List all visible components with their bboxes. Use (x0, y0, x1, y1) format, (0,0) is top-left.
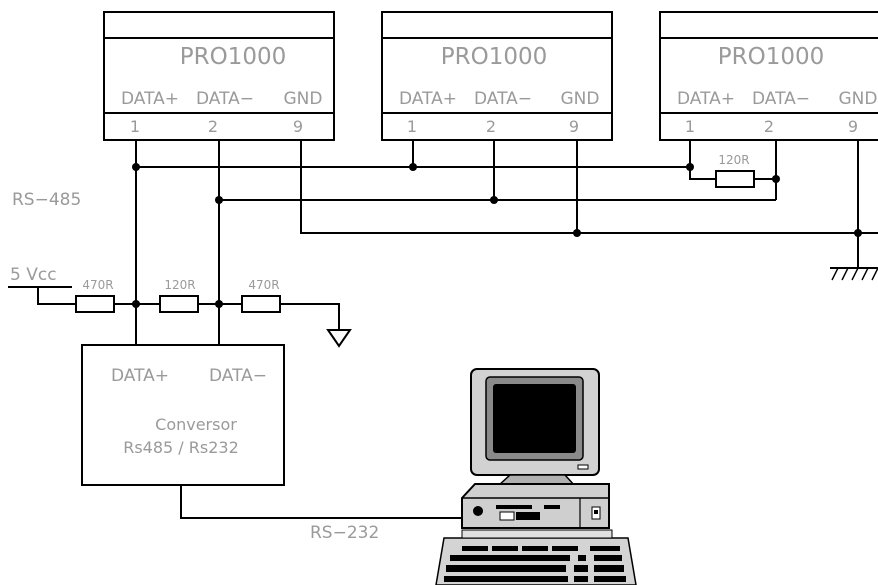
device-1-pin-gnd: GND (284, 89, 323, 109)
device-1-pin-number-1: 1 (130, 117, 140, 136)
device-3-pin-number-1: 1 (685, 117, 695, 136)
ground-lead (280, 303, 340, 330)
device-2-pin-number-2: 2 (486, 117, 496, 136)
junction-dot (215, 196, 223, 204)
rs232-cable (180, 485, 462, 519)
data-plus-drop-3 (689, 140, 716, 180)
rs232-label: RS−232 (310, 523, 379, 543)
device-3-title: PRO1000 (718, 44, 825, 70)
termination-resistor (159, 295, 199, 313)
computer-icon (435, 368, 637, 585)
device-2-pin-data-plus: DATA+ (399, 89, 457, 109)
device-2-pin-number-9: 9 (569, 117, 579, 136)
converter-box (81, 344, 285, 486)
gnd-bus (300, 140, 878, 234)
device-2: PRO1000 DATA+ DATA− GND 1 2 9 (381, 11, 613, 141)
pull-up-label: 470R (82, 278, 113, 292)
device-1-pin-data-plus: DATA+ (121, 89, 179, 109)
device-1-box (103, 11, 335, 141)
device-2-pin-number-1: 1 (407, 117, 417, 136)
bus-wiring (135, 140, 878, 345)
junction-dot (573, 229, 581, 237)
vcc-label: 5 Vcc (10, 265, 57, 285)
device-2-title: PRO1000 (441, 44, 548, 70)
rs485-label: RS−485 (12, 190, 81, 210)
device-1-pin-number-9: 9 (293, 117, 303, 136)
junction-dot (132, 163, 140, 171)
device-3-pin-number-9: 9 (848, 117, 858, 136)
earth-ground-icon (830, 267, 878, 281)
device-1-pin-data-minus: DATA− (196, 89, 254, 109)
device-1: PRO1000 DATA+ DATA− GND 1 2 9 (103, 11, 335, 141)
converter-pin-data-plus: DATA+ (111, 366, 169, 386)
junction-dot (772, 175, 780, 183)
converter-subtitle: Rs485 / Rs232 (123, 438, 239, 457)
device-3-pin-data-plus: DATA+ (677, 89, 735, 109)
device-3-pin-gnd: GND (839, 89, 878, 109)
end-termination-resistor (715, 170, 755, 188)
vcc-lead (37, 287, 76, 305)
device-3: PRO1000 DATA+ DATA− GND 1 2 9 (659, 11, 878, 141)
device-3-pin-data-minus: DATA− (752, 89, 810, 109)
pull-down-resistor (241, 295, 281, 313)
device-2-pin-gnd: GND (561, 89, 600, 109)
junction-dot (686, 163, 694, 171)
junction-dot (409, 163, 417, 171)
converter: DATA+ DATA− Conversor Rs485 / Rs232 (81, 344, 285, 486)
pull-up-resistor (75, 295, 115, 313)
device-1-pin-number-2: 2 (208, 117, 218, 136)
pull-down-label: 470R (248, 278, 279, 292)
junction-dots (132, 163, 862, 308)
signal-ground-icon (326, 329, 352, 348)
junction-dot (854, 229, 862, 237)
device-2-box (381, 11, 613, 141)
converter-pin-data-minus: DATA− (209, 366, 267, 386)
junction-dot (490, 196, 498, 204)
termination-label: 120R (164, 278, 195, 292)
device-1-title: PRO1000 (180, 44, 287, 70)
converter-name: Conversor (155, 415, 237, 434)
device-2-pin-data-minus: DATA− (474, 89, 532, 109)
end-termination-label: 120R (718, 153, 749, 167)
device-3-pin-number-2: 2 (764, 117, 774, 136)
bias-network: 5 Vcc 470R 120R 470R (8, 265, 352, 348)
